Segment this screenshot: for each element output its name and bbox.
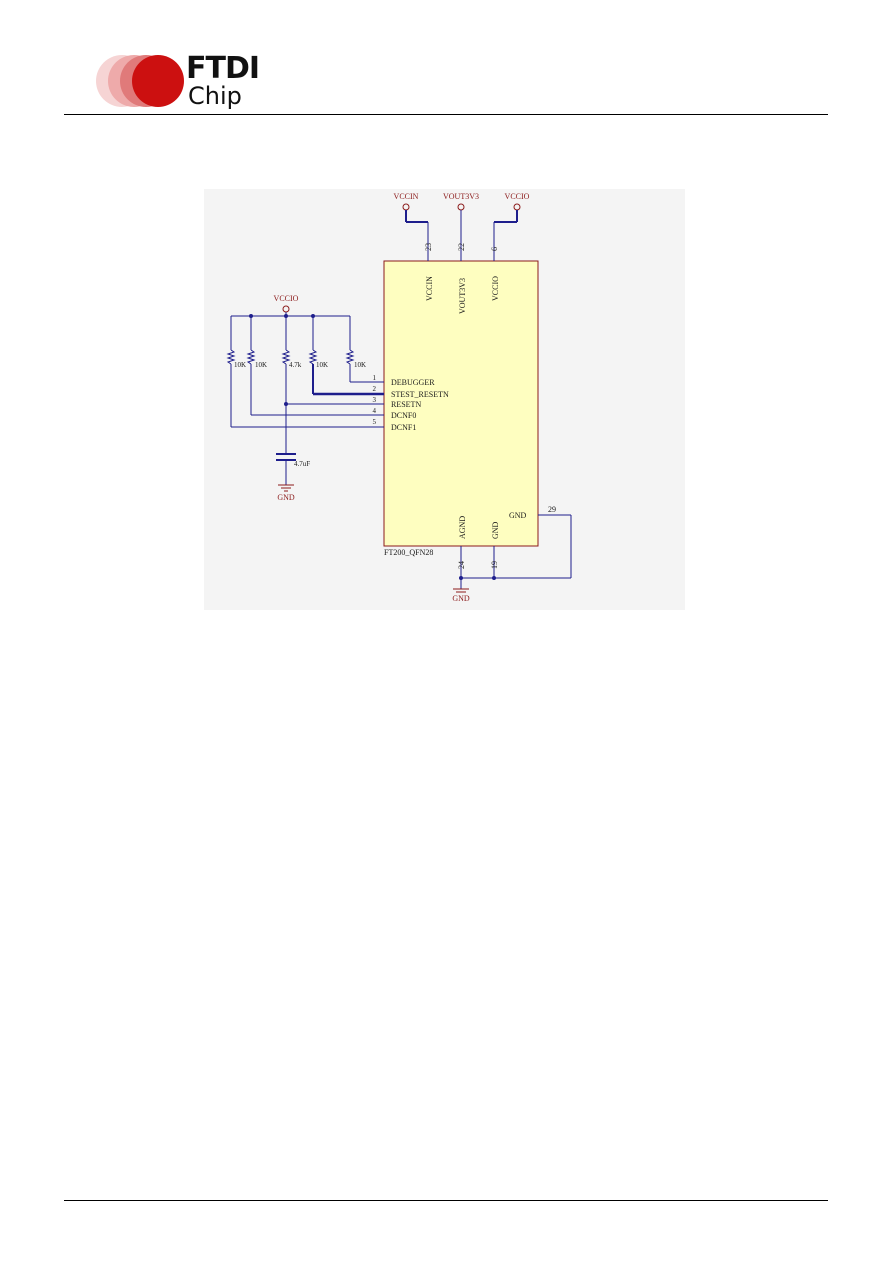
pin-number-5: 5	[373, 418, 377, 426]
pin-name-dcnf0: DCNF0	[391, 411, 416, 420]
header-rule	[64, 114, 828, 115]
resistor-value: 10K	[234, 361, 246, 369]
resistor-value: 10K	[316, 361, 328, 369]
port-label-vccio: VCCIO	[505, 192, 530, 201]
pin-number-4: 4	[373, 407, 377, 415]
part-label: FT200_QFN28	[384, 548, 433, 557]
pin-name-debugger: DEBUGGER	[391, 378, 435, 387]
ground-label: GND	[452, 594, 470, 603]
schematic-figure: VCCIN VOUT3V3 VCCIO 23 22 6 VCCIN VOUT3V…	[204, 189, 685, 610]
pin-number-3: 3	[373, 396, 377, 404]
pin-name-agnd: AGND	[458, 516, 467, 539]
pin-number-23: 23	[424, 243, 433, 251]
pin-name-gnd: GND	[491, 521, 500, 539]
port-label-vout3v3: VOUT3V3	[443, 192, 479, 201]
pin-name-vout3v3: VOUT3V3	[458, 278, 467, 314]
pin-name-resetn: RESETN	[391, 400, 421, 409]
resistor-value: 10K	[354, 361, 366, 369]
pin-number-1: 1	[373, 374, 377, 382]
schematic-diagram: VCCIN VOUT3V3 VCCIO 23 22 6 VCCIN VOUT3V…	[226, 192, 572, 603]
junction-dot	[492, 576, 496, 580]
rail-label-vccio: VCCIO	[274, 294, 299, 303]
junction-dot	[284, 402, 288, 406]
bottom-pin-wiring	[453, 514, 572, 593]
power-port-vout3v3: VOUT3V3	[443, 192, 479, 261]
pin-number-24: 24	[457, 561, 466, 569]
pin-name-dcnf1: DCNF1	[391, 423, 416, 432]
power-port-vccin: VCCIN	[394, 192, 429, 261]
logo-wordmark-top: FTDI	[186, 51, 260, 86]
pin-name-gnd-right: GND	[509, 511, 527, 520]
power-port-vccio: VCCIO	[493, 192, 530, 261]
resistor-value: 4.7k	[289, 361, 302, 369]
resistor-value: 10K	[255, 361, 267, 369]
junction-dot	[284, 314, 288, 318]
footer-rule	[64, 1200, 828, 1201]
ground-label: GND	[277, 493, 295, 502]
chip-body	[383, 260, 539, 547]
logo-circles-icon	[96, 55, 184, 107]
logo-wordmark-bottom: Chip	[188, 82, 242, 110]
pin-number-6: 6	[490, 247, 499, 251]
pin-number-19: 19	[490, 561, 499, 569]
junction-dot	[311, 314, 315, 318]
port-label-vccin: VCCIN	[394, 192, 419, 201]
pin-number-2: 2	[373, 385, 377, 393]
pin-number-22: 22	[457, 243, 466, 251]
resistor-network	[226, 305, 384, 492]
junction-dot	[459, 576, 463, 580]
pin-name-stest-resetn: STEST_RESETN	[391, 390, 449, 399]
capacitor-value: 4.7uF	[294, 460, 310, 468]
pin-name-vccin: VCCIN	[425, 276, 434, 301]
junction-dot	[249, 314, 253, 318]
pin-number-29: 29	[548, 505, 556, 514]
pin-name-vccio: VCCIO	[491, 276, 500, 301]
ftdi-chip-logo: FTDI Chip	[94, 50, 264, 112]
